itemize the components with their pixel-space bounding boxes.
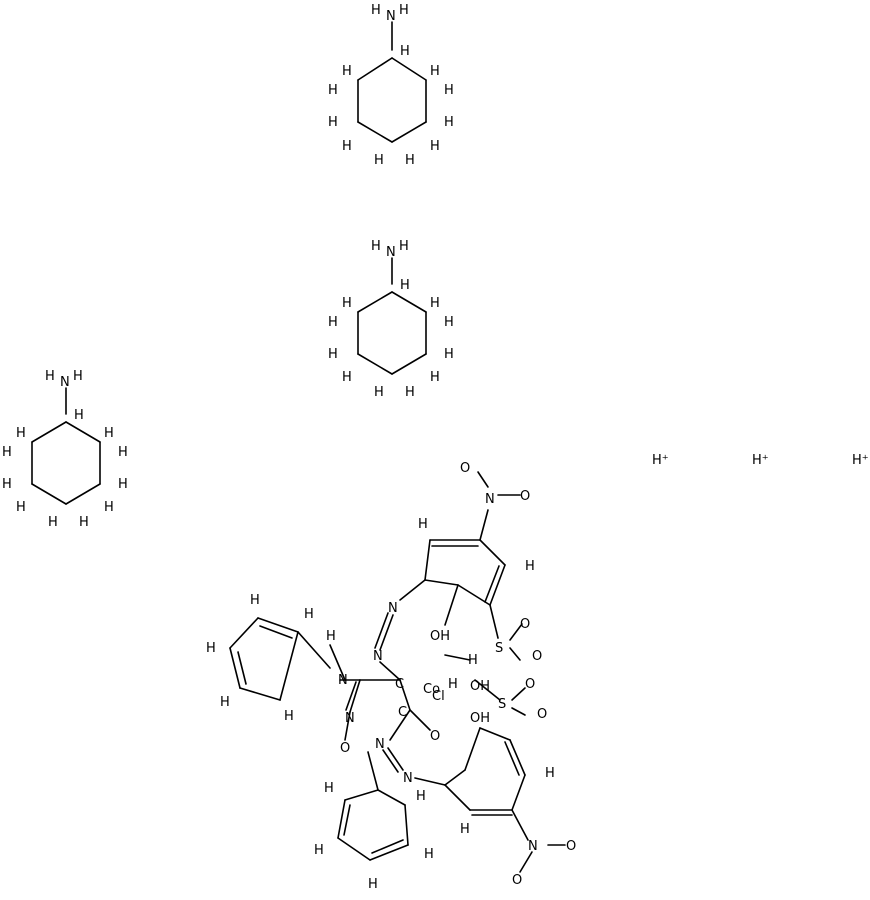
ring-h-label: H bbox=[400, 278, 410, 293]
nitro-n-label: N bbox=[528, 839, 538, 854]
nitro-o-minus-label: O bbox=[460, 461, 470, 476]
ring-h-label: H bbox=[444, 115, 454, 130]
ring-h-label: H bbox=[525, 559, 535, 574]
ring-h-label: H bbox=[342, 139, 352, 154]
azo-n-label: N bbox=[375, 737, 385, 752]
ring-h-label: H bbox=[444, 315, 454, 330]
ring-h-label: H bbox=[328, 83, 338, 98]
ring-h-label: H bbox=[314, 843, 324, 858]
sulfonyl-o-label: O bbox=[520, 617, 530, 632]
ring-h-label: H bbox=[342, 296, 352, 311]
ring-h-label: H bbox=[424, 847, 434, 862]
carbonyl-o-label: O bbox=[340, 741, 350, 756]
ring-h-label: H bbox=[284, 709, 294, 724]
ring-h-label: H bbox=[342, 370, 352, 385]
amine-h-label: H bbox=[371, 239, 381, 254]
ring-h-label: H bbox=[250, 593, 260, 608]
ring-h-label: H bbox=[400, 44, 410, 59]
nitro-o-label: O bbox=[512, 873, 522, 888]
ring-h-label: H bbox=[104, 426, 114, 441]
proton-label: H⁺ bbox=[652, 453, 669, 468]
metal-label: Co bbox=[423, 682, 440, 697]
cyclohexylamine-middle: N H H H H H H H H H H H H H bbox=[328, 239, 454, 400]
hydroxyl-label: OH bbox=[430, 629, 450, 644]
ring-h-label: H bbox=[48, 515, 58, 530]
amine-n-label: N bbox=[386, 9, 396, 24]
azo-n-label: N bbox=[403, 771, 413, 786]
sulfonyl-o-label: O bbox=[537, 707, 547, 722]
ring-h-label: H bbox=[304, 607, 314, 622]
sulfonyl-o-label: O bbox=[525, 677, 535, 692]
ring-h-label: H bbox=[430, 296, 440, 311]
ring-h-label: H bbox=[328, 347, 338, 362]
proton-label: H⁺ bbox=[852, 453, 869, 468]
amine-n-label: N bbox=[386, 245, 396, 260]
ring-h-label: H bbox=[342, 64, 352, 79]
ring-h-label: H bbox=[74, 408, 84, 423]
ring-h-label: H bbox=[118, 445, 128, 460]
ring-h-label: H bbox=[430, 139, 440, 154]
sulfonyl-s-label: S bbox=[498, 697, 506, 712]
nitro-o-minus-label: O bbox=[566, 839, 576, 854]
pyrazole-n-label: N bbox=[338, 673, 348, 688]
ring-h-label: H bbox=[430, 370, 440, 385]
ring-h-label: H bbox=[206, 641, 216, 656]
ring-h-label: H bbox=[405, 153, 415, 168]
ring-h-label: H bbox=[2, 477, 12, 492]
sulfonyl-s-label: S bbox=[495, 641, 503, 656]
proton-label: H⁺ bbox=[752, 453, 769, 468]
amine-h-label: H bbox=[399, 3, 409, 18]
ring-h-label: H bbox=[368, 877, 378, 892]
sulfonyl-o-label: O bbox=[532, 649, 542, 664]
azo-n-label: N bbox=[388, 601, 398, 616]
ring-h-label: H bbox=[16, 426, 26, 441]
ring-h-label: H bbox=[118, 477, 128, 492]
cyclohexylamine-left: N H H H H H H H H H H H H H bbox=[2, 369, 128, 530]
ring-h-label: H bbox=[430, 64, 440, 79]
amine-n-label: N bbox=[60, 375, 70, 390]
ring-h-label: H bbox=[444, 347, 454, 362]
hydroxyl-label: OH bbox=[470, 679, 490, 694]
ring-h-label: H bbox=[324, 781, 334, 796]
cyclohexylamine-top: N H H H H H H H H H H H H H bbox=[328, 3, 454, 168]
ring-h-label: H bbox=[405, 385, 415, 400]
ring-h-label: H bbox=[328, 115, 338, 130]
carbon-label: C bbox=[398, 705, 407, 720]
amine-h-label: H bbox=[45, 369, 55, 384]
amine-h-label: H bbox=[399, 239, 409, 254]
ring-h-label: H bbox=[16, 500, 26, 515]
hydroxyl-label: OH bbox=[470, 711, 490, 726]
ring-h-label: H bbox=[104, 500, 114, 515]
azo-n-label: N bbox=[373, 649, 383, 664]
ring-h-label: H bbox=[374, 385, 384, 400]
ring-h-label: H bbox=[220, 695, 230, 710]
ring-h-label: H bbox=[448, 677, 458, 692]
ring-h-label: H bbox=[79, 515, 89, 530]
ring-h-label: H bbox=[418, 517, 428, 532]
amine-h-label: H bbox=[371, 3, 381, 18]
methyl-h-label: H bbox=[326, 629, 336, 644]
pyrazole-n-label: N bbox=[345, 711, 355, 726]
carbon-label: C bbox=[395, 677, 404, 692]
nitro-o-label: O bbox=[520, 489, 530, 504]
chloride-label: Cl bbox=[432, 689, 445, 704]
ring-h-label: H bbox=[545, 766, 555, 781]
ring-h-label: H bbox=[328, 315, 338, 330]
ring-h-label: H bbox=[416, 789, 426, 804]
nitro-n-label: N bbox=[485, 492, 495, 507]
ring-h-label: H bbox=[444, 83, 454, 98]
ring-h-label: H bbox=[2, 445, 12, 460]
ring-h-label: H bbox=[468, 653, 478, 668]
protons: H⁺ H⁺ H⁺ bbox=[652, 453, 869, 468]
ring-h-label: H bbox=[460, 822, 470, 837]
carbonyl-o-label: O bbox=[430, 729, 440, 744]
amine-h-label: H bbox=[73, 369, 83, 384]
cobalt-complex: N O O H H S O O OH N N C C N N bbox=[206, 461, 576, 892]
ring-h-label: H bbox=[374, 153, 384, 168]
